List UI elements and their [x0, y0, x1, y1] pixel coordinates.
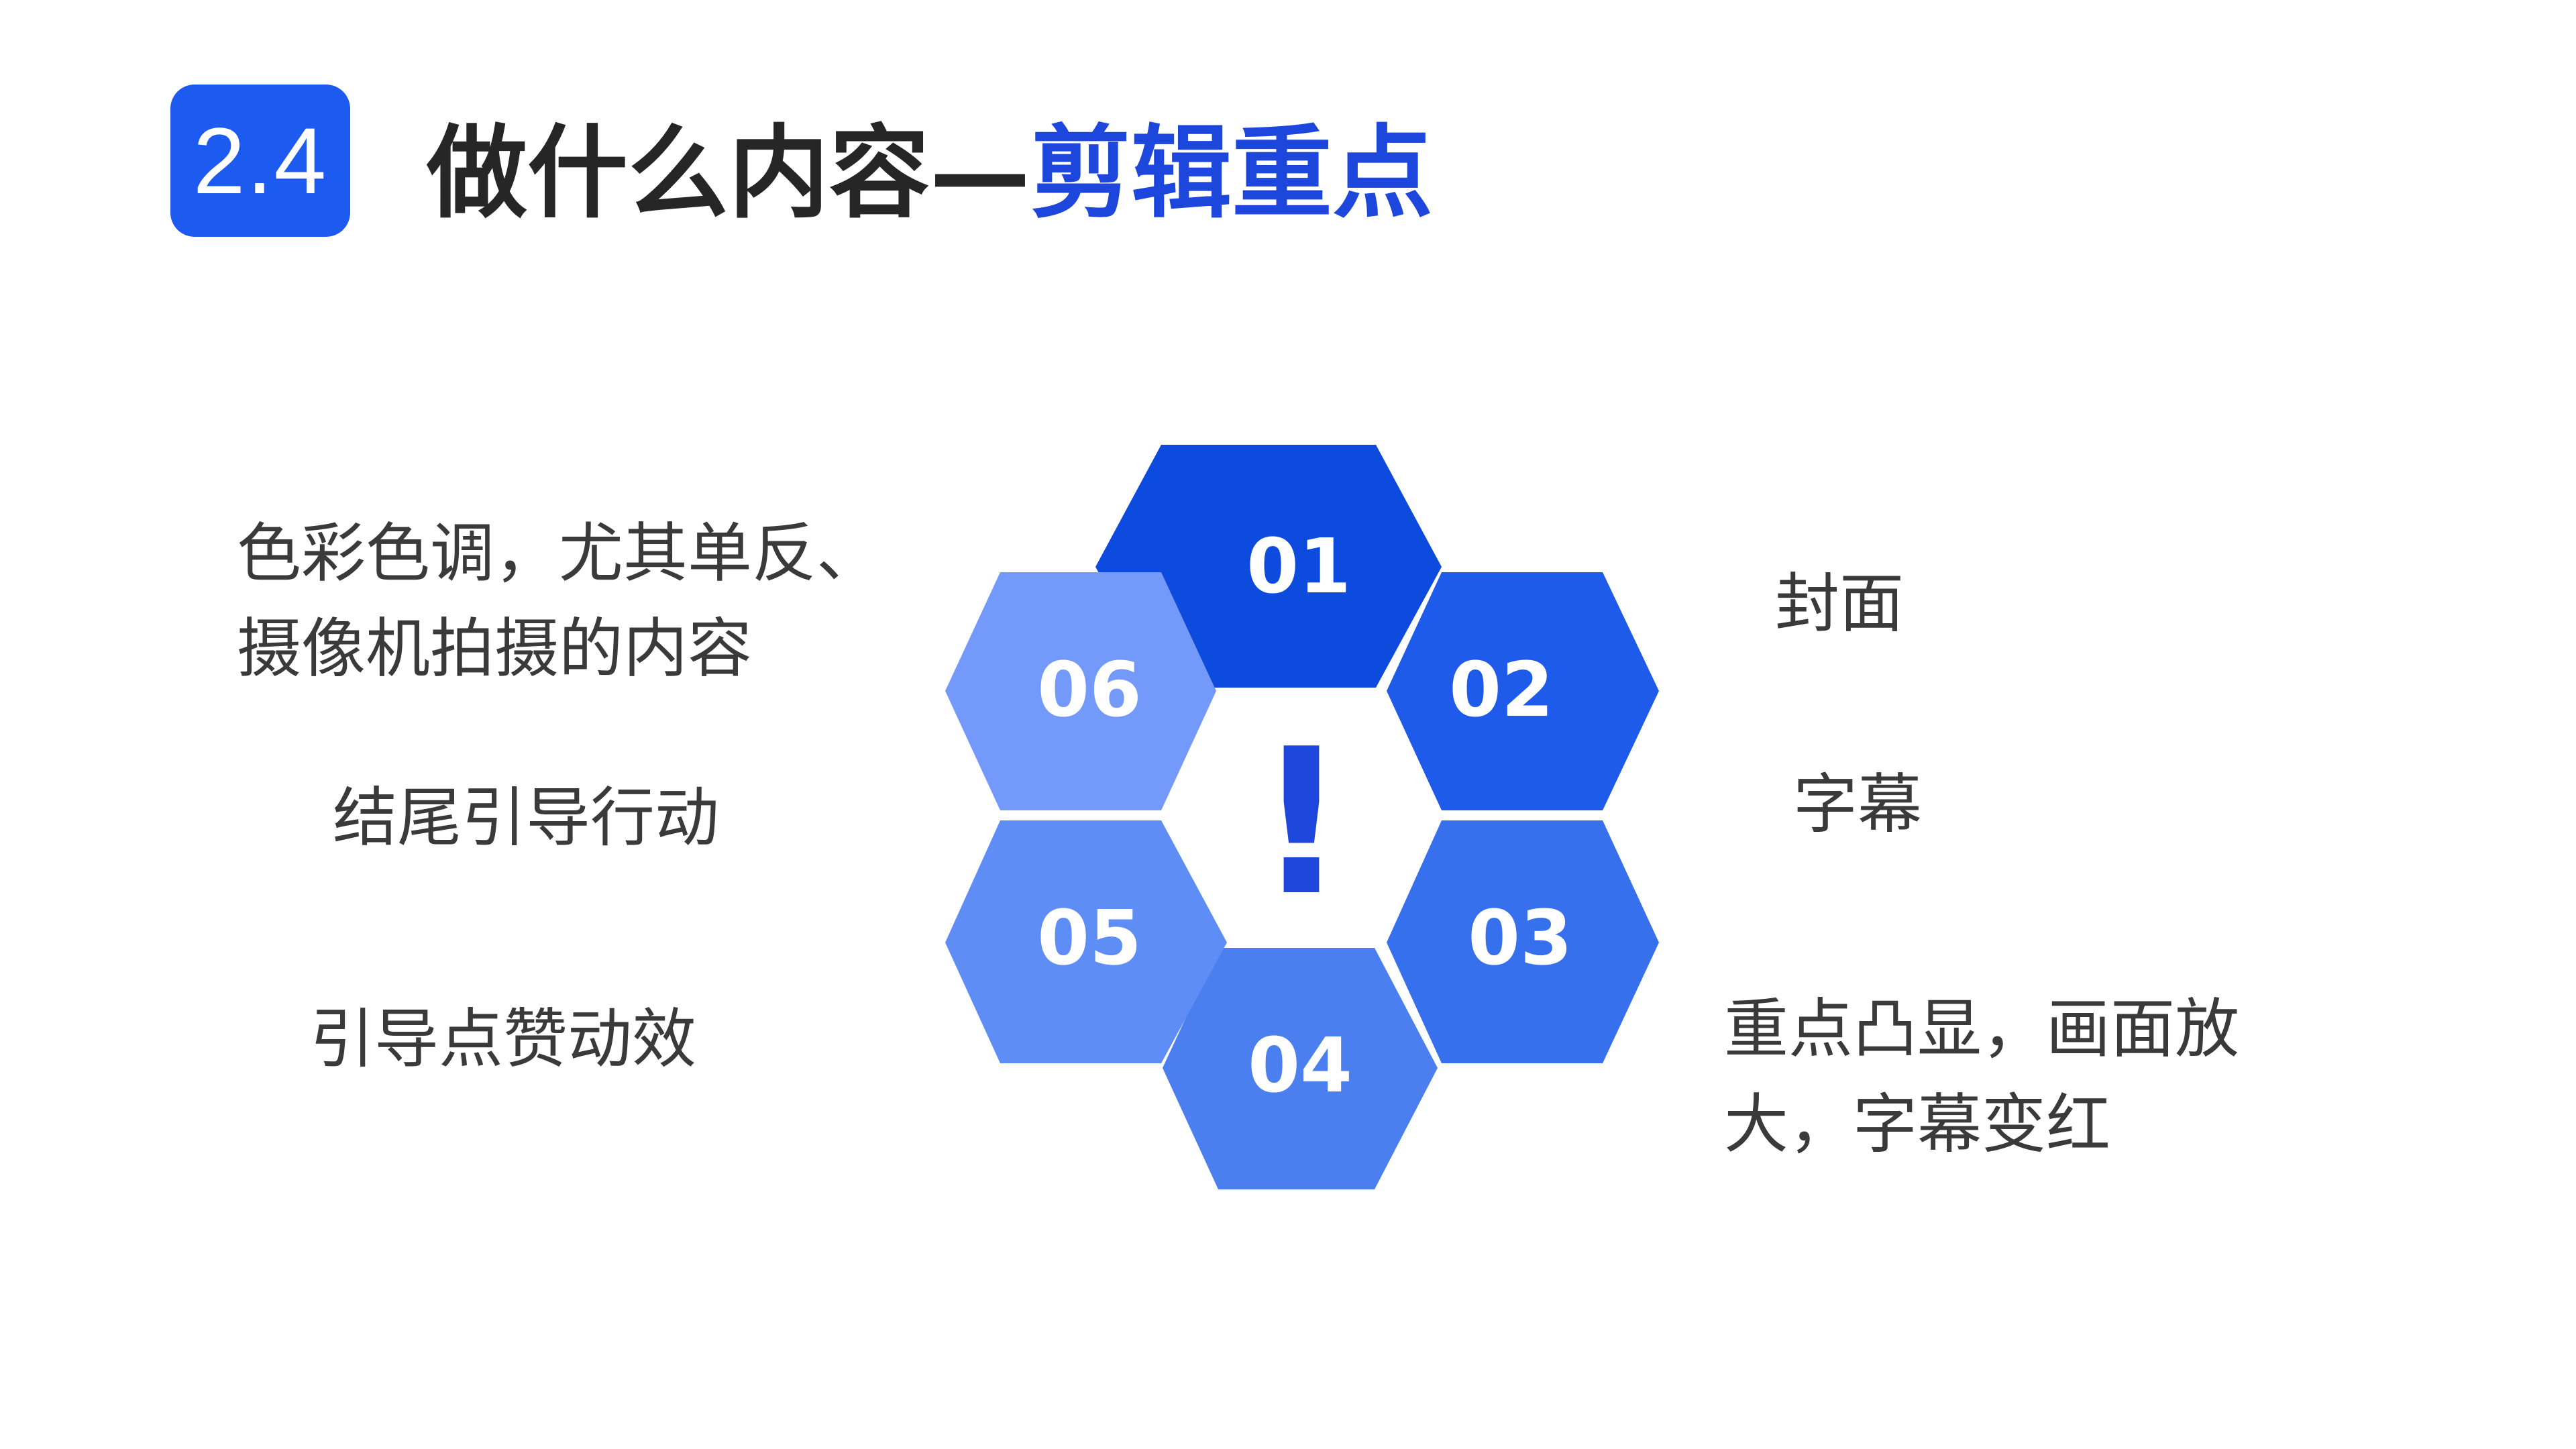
hex-06-label: 06 — [1037, 647, 1142, 734]
hex-05-shape — [945, 820, 1227, 1063]
callout-03-highlight: 重点凸显，画面放 大，字幕变红 — [1724, 991, 2239, 1162]
hex-02: 02 — [1387, 572, 1659, 810]
callout-02-subtitles: 字幕 — [1793, 767, 1922, 842]
hex-02-shape — [1387, 572, 1659, 810]
section-number-badge: 2.4 — [170, 85, 350, 237]
hex-03: 03 — [1387, 820, 1659, 1063]
title-main: 做什么内容— — [427, 115, 1031, 232]
hex-02-label: 02 — [1449, 647, 1554, 734]
hex-06-shape — [945, 572, 1216, 810]
hex-05: 05 — [945, 820, 1227, 1063]
hex-03-label: 03 — [1468, 895, 1572, 982]
hex-05-label: 05 — [1037, 895, 1142, 982]
callout-04-like-animation: 引导点赞动效 — [310, 1002, 696, 1077]
hex-04: 04 — [1163, 948, 1438, 1189]
callout-06-color-grading: 色彩色调，尤其单反、 摄像机拍摄的内容 — [237, 516, 881, 686]
hex-04-shape — [1163, 948, 1438, 1189]
hex-01-label: 01 — [1246, 523, 1351, 610]
exclamation-icon: ! — [1256, 706, 1348, 940]
title-accent: 剪辑重点 — [1030, 115, 1434, 232]
hex-04-label: 04 — [1248, 1022, 1352, 1110]
callout-05-ending-cta: 结尾引导行动 — [333, 780, 719, 855]
page-title: 做什么内容—剪辑重点 — [427, 101, 1433, 232]
hex-03-shape — [1387, 820, 1659, 1063]
callout-01-cover: 封面 — [1775, 566, 1904, 641]
hex-06: 06 — [945, 572, 1216, 810]
